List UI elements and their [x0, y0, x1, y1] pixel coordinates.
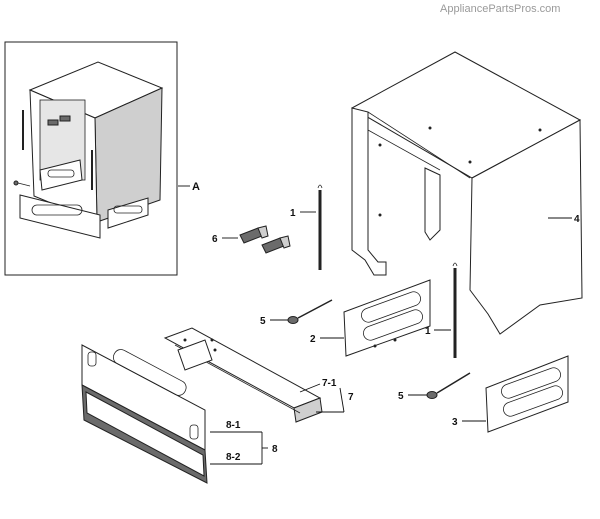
callout-1-lower: 1: [425, 326, 431, 337]
part-4-cabinet-shell: [350, 51, 583, 335]
callout-1-upper: 1: [290, 208, 296, 219]
callout-4: 4: [574, 214, 580, 225]
part-8-toe-kick-panel: [81, 344, 208, 484]
part-1-spring-upper: [317, 184, 323, 270]
part-5-cable-upper: [287, 299, 333, 324]
part-5-cable-lower: [426, 372, 471, 399]
callout-2: 2: [310, 334, 316, 345]
callout-a: A: [192, 181, 200, 193]
callout-5-upper: 5: [260, 316, 266, 327]
callout-7-1: 7-1: [322, 378, 337, 389]
callout-5-lower: 5: [398, 391, 404, 402]
callout-6: 6: [212, 234, 218, 245]
part-2-side-panel: [343, 279, 431, 357]
callout-7: 7: [348, 392, 354, 403]
part-7-bracket: [163, 327, 323, 423]
part-6-brackets: [239, 225, 291, 254]
part-3-side-panel: [485, 355, 569, 433]
callout-8-1: 8-1: [226, 420, 241, 431]
callout-8: 8: [272, 444, 278, 455]
assembly-inset: [4, 41, 178, 276]
part-1-spring-lower: [452, 262, 458, 358]
callout-8-2: 8-2: [226, 452, 241, 463]
callout-3: 3: [452, 417, 458, 428]
watermark: AppliancePartsPros.com: [440, 3, 561, 15]
